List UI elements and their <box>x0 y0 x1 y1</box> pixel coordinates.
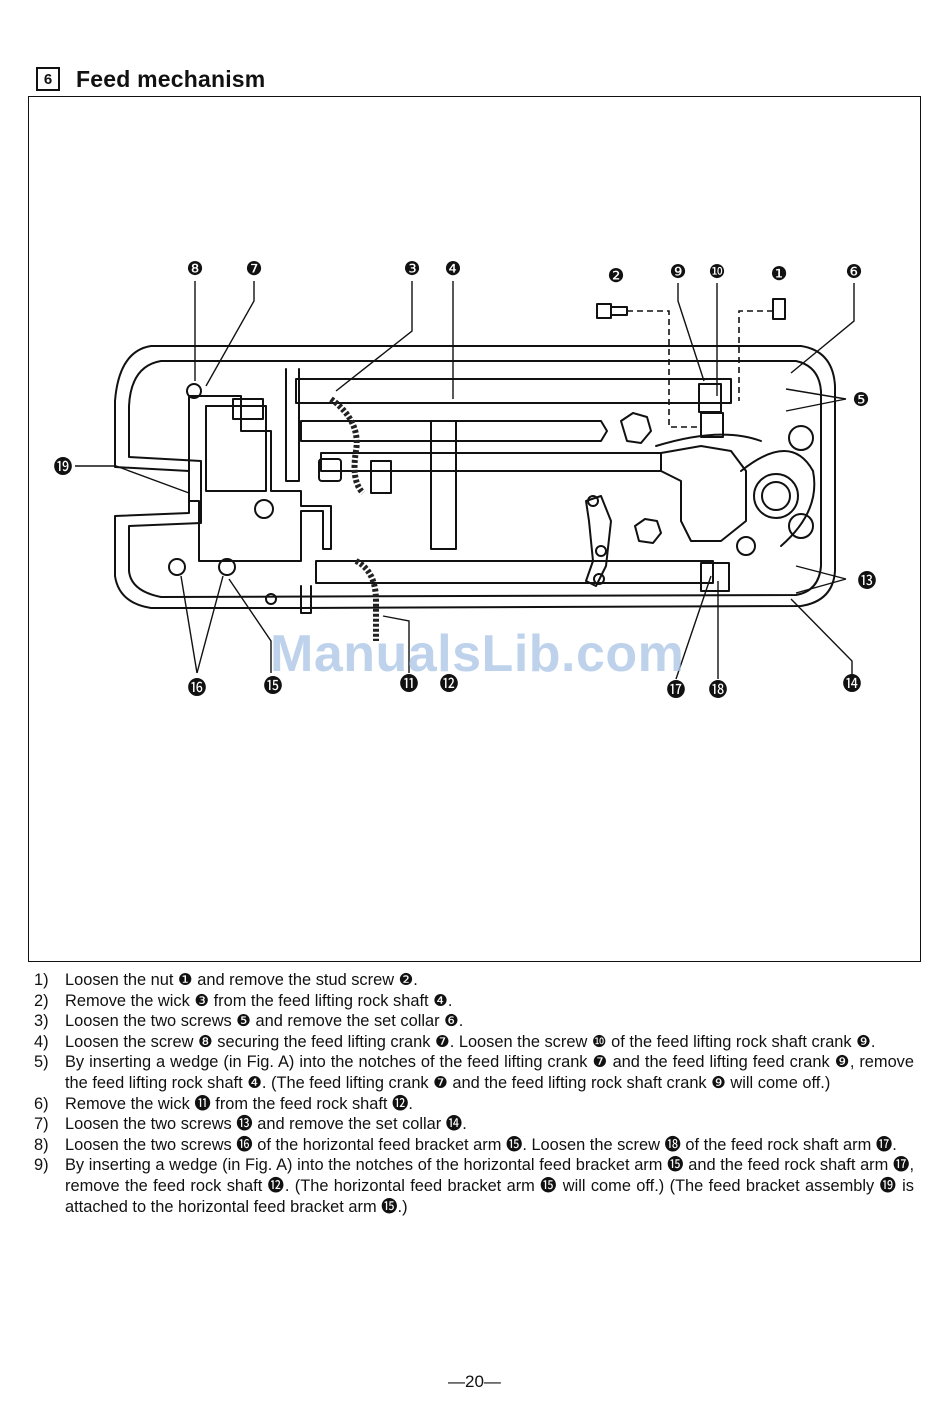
step-5: 5) By inserting a wedge (in Fig. A) into… <box>34 1052 914 1093</box>
step-number: 9) <box>34 1156 49 1175</box>
callout-14-bottom: ⓮ <box>842 673 861 695</box>
step-text: Loosen the two screws ❺ and remove the s… <box>65 1012 464 1031</box>
step-number: 1) <box>34 971 49 989</box>
callout-19-left: ⓳ <box>53 456 72 478</box>
step-1: 1) Loosen the nut ❶ and remove the stud … <box>34 970 914 991</box>
step-8: 8) Loosen the two screws ⓰ of the horizo… <box>34 1135 914 1156</box>
callout-16-bottom: ⓰ <box>187 677 206 699</box>
step-text: Loosen the nut ❶ and remove the stud scr… <box>65 971 418 989</box>
step-number: 2) <box>34 991 49 1010</box>
feed-bracket-plate <box>188 395 332 562</box>
callout-11-bottom: ⓫ <box>399 673 418 695</box>
step-3: 3) Loosen the two screws ❺ and remove th… <box>34 1011 914 1032</box>
machine-bed-inner <box>128 360 822 598</box>
step-text: By inserting a wedge (in Fig. A) into th… <box>65 1156 914 1216</box>
step-number: 3) <box>34 1012 49 1031</box>
callout-1-top: ❶ <box>770 263 787 285</box>
callout-3-top: ❸ <box>403 258 420 280</box>
step-4: 4) Loosen the screw ❽ securing the feed … <box>34 1032 914 1053</box>
feed-mechanism-diagram: ❽ ❼ ❸ ❹ ❷ ❾ ❿ ❶ ❻ ❺ ⓳ ⓭ ⓰ ⓯ ⓫ ⓬ ⓱ ⓲ ⓮ <box>53 258 876 701</box>
step-text: Loosen the two screws ⓰ of the horizonta… <box>65 1135 897 1154</box>
feed-lifting-crank <box>660 445 747 542</box>
step-number: 4) <box>34 1032 49 1051</box>
callout-4-top: ❹ <box>444 258 461 280</box>
machine-bed-outline <box>114 345 836 609</box>
callout-18-bottom: ⓲ <box>708 679 727 701</box>
callout-2-top: ❷ <box>607 265 624 287</box>
callout-5-right: ❺ <box>852 389 869 411</box>
step-text: By inserting a wedge (in Fig. A) into th… <box>65 1053 914 1092</box>
step-number: 5) <box>34 1053 49 1072</box>
procedure-steps: 1) Loosen the nut ❶ and remove the stud … <box>34 970 914 1217</box>
step-number: 8) <box>34 1135 49 1154</box>
step-number: 7) <box>34 1115 49 1134</box>
callout-6-top: ❻ <box>845 261 862 283</box>
callout-9-top: ❾ <box>669 261 686 283</box>
step-6: 6) Remove the wick ⓫ from the feed rock … <box>34 1094 914 1115</box>
feed-lifting-rock-shaft <box>295 378 732 404</box>
feed-rock-shaft <box>315 560 714 584</box>
step-9: 9) By inserting a wedge (in Fig. A) into… <box>34 1155 914 1217</box>
step-text: Remove the wick ❸ from the feed lifting … <box>65 991 453 1010</box>
callout-17-bottom: ⓱ <box>666 679 685 701</box>
callout-13-right: ⓭ <box>857 570 876 592</box>
step-text: Loosen the screw ❽ securing the feed lif… <box>65 1032 876 1051</box>
section-title: Feed mechanism <box>76 65 266 92</box>
callout-12-bottom: ⓬ <box>439 673 458 695</box>
step-text: Remove the wick ⓫ from the feed rock sha… <box>65 1094 413 1113</box>
callout-8-top: ❽ <box>186 258 203 280</box>
callout-15-bottom: ⓯ <box>263 675 282 697</box>
step-number: 6) <box>34 1094 49 1113</box>
callout-10-top: ❿ <box>708 261 725 283</box>
step-2: 2) Remove the wick ❸ from the feed lifti… <box>34 991 914 1012</box>
page-number: —20— <box>448 1372 501 1391</box>
step-text: Loosen the two screws ⓭ and remove the s… <box>65 1115 467 1134</box>
section-header: 6 Feed mechanism <box>36 64 265 94</box>
watermark: ManualsLib.com <box>270 625 685 683</box>
section-number-box: 6 <box>36 67 60 91</box>
callout-7-top: ❼ <box>245 258 262 280</box>
step-7: 7) Loosen the two screws ⓭ and remove th… <box>34 1114 914 1135</box>
figure-frame: ❽ ❼ ❸ ❹ ❷ ❾ ❿ ❶ ❻ ❺ ⓳ ⓭ ⓰ ⓯ ⓫ ⓬ ⓱ ⓲ ⓮ <box>28 96 921 962</box>
